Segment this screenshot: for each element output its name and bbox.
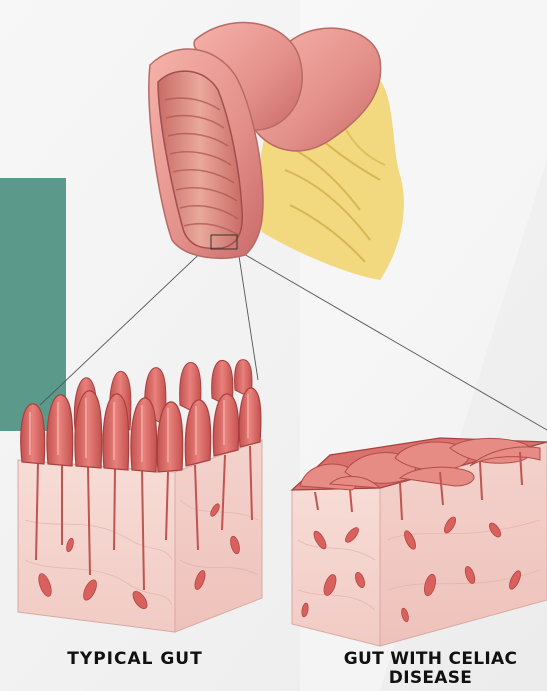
label-typical-gut: TYPICAL GUT <box>30 650 240 669</box>
label-celiac-gut: GUT WITH CELIAC DISEASE <box>318 650 543 688</box>
typical-gut-block <box>18 360 262 632</box>
label-celiac-line1: GUT WITH CELIAC <box>344 649 517 669</box>
label-celiac-line2: DISEASE <box>389 668 472 688</box>
accent-panel <box>0 178 66 431</box>
